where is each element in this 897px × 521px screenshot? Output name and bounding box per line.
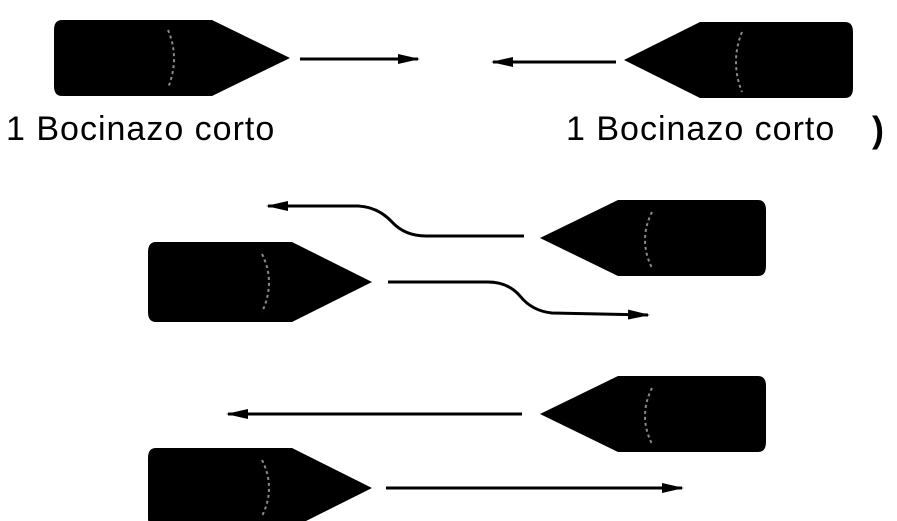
boat-top-right xyxy=(624,22,853,98)
boat-top-left xyxy=(54,20,290,96)
caption-right: 1 Bocinazo corto xyxy=(566,112,835,146)
arrow-mid-upper xyxy=(268,206,524,236)
boat-bottom-left xyxy=(148,448,372,521)
arrow-mid-lower xyxy=(388,282,648,315)
caption-left: 1 Bocinazo corto xyxy=(6,112,275,146)
boat-mid-left xyxy=(148,242,372,322)
boat-mid-right xyxy=(540,200,766,276)
bracket-glyph: ) xyxy=(872,109,884,150)
boat-bottom-right xyxy=(540,376,766,452)
